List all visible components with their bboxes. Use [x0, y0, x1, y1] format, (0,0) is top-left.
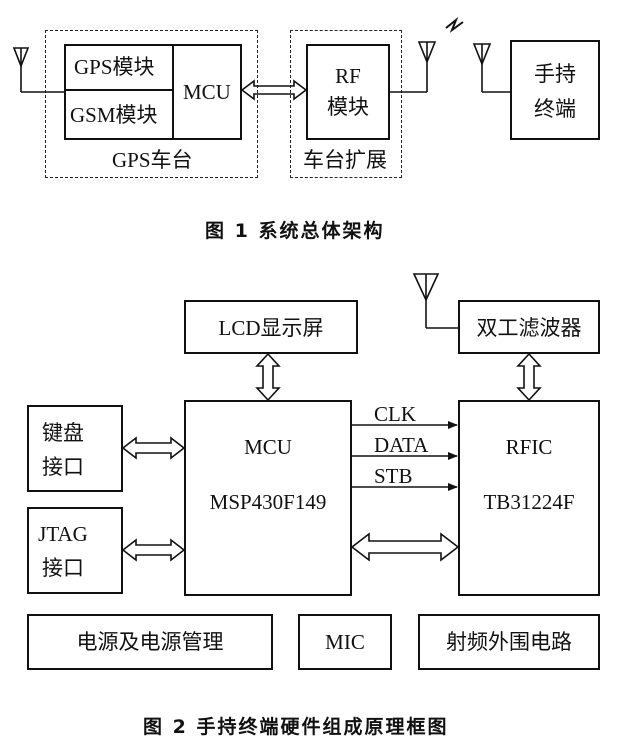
rf-label-line1: RF	[335, 64, 361, 88]
keyboard-label-line1: 键盘	[42, 421, 84, 445]
keyboard-interface-box	[27, 405, 123, 492]
mcu-label-fig1: MCU	[183, 80, 231, 104]
rfic-part-number: TB31224F	[483, 490, 575, 514]
rf-module-box	[306, 44, 390, 140]
data-signal-label: DATA	[374, 433, 429, 457]
figure2-caption: 图 2 手持终端硬件组成原理框图	[143, 716, 449, 738]
gps-vehicle-label: GPS车台	[112, 148, 193, 172]
handheld-antenna-icon	[472, 43, 510, 93]
mcu-rfic-bus-arrow	[350, 532, 460, 562]
mic-label: MIC	[325, 630, 365, 654]
mic-box	[298, 614, 392, 670]
jtag-label-line2: 接口	[42, 556, 84, 580]
keyboard-label-line2: 接口	[42, 455, 84, 479]
power-management-box	[27, 614, 273, 670]
vehicle-extension-group	[290, 30, 402, 178]
mcu-box-fig2	[184, 400, 352, 596]
rf-antenna-icon	[390, 41, 437, 93]
gsm-module-box	[64, 89, 174, 140]
vehicle-extension-label: 车台扩展	[303, 148, 387, 172]
gps-vehicle-group	[45, 30, 258, 178]
jtag-label-line1: JTAG	[38, 522, 88, 546]
mcu-label-fig2: MCU	[244, 435, 292, 459]
duplex-antenna-icon	[412, 273, 458, 329]
duplex-filter-label: 双工滤波器	[476, 316, 582, 340]
filter-rfic-bus-arrow	[516, 352, 542, 402]
jtag-mcu-bus-arrow	[121, 538, 186, 562]
handheld-terminal-box	[510, 40, 600, 140]
figure1-caption: 图 1 系统总体架构	[205, 220, 385, 242]
mcu-box-fig1	[172, 44, 242, 140]
rf-label-line2: 模块	[327, 95, 369, 119]
stb-signal-label: STB	[374, 464, 413, 488]
clk-signal-label: CLK	[374, 402, 416, 426]
wireless-link-icon	[445, 16, 464, 33]
mcu-rf-bus-arrow	[240, 79, 308, 101]
rfic-label: RFIC	[505, 435, 553, 459]
rfic-box	[458, 400, 600, 596]
rf-peripheral-label: 射频外围电路	[446, 630, 572, 654]
gps-antenna-icon	[12, 47, 64, 93]
lcd-label: LCD显示屏	[218, 316, 324, 340]
rf-peripheral-box	[418, 614, 600, 670]
power-label: 电源及电源管理	[76, 630, 224, 654]
handheld-label-line2: 终端	[534, 97, 576, 121]
lcd-display-box	[184, 300, 358, 354]
handheld-label-line1: 手持	[534, 62, 576, 86]
gsm-module-label: GSM模块	[70, 103, 158, 127]
keyboard-mcu-bus-arrow	[121, 436, 186, 460]
lcd-mcu-bus-arrow	[255, 352, 281, 402]
gps-module-label: GPS模块	[74, 55, 155, 79]
mcu-part-number: MSP430F149	[209, 490, 327, 514]
duplex-filter-box	[458, 300, 600, 354]
jtag-interface-box	[27, 507, 123, 594]
